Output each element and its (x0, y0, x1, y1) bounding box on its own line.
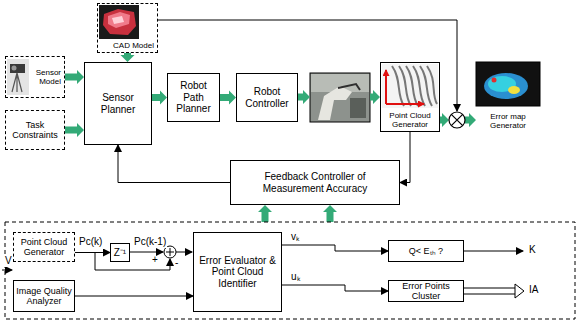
signal-label: V (4, 255, 13, 267)
drawing-path (12, 73, 22, 92)
drawing-ellipse (508, 86, 520, 94)
flow-arrow (65, 123, 84, 137)
process-box: Error Evaluator & Point Cloud Identifier (193, 232, 282, 312)
process-box: Task Constraints (5, 110, 65, 150)
signal-line (75, 252, 110, 253)
drawing-circle (449, 112, 465, 128)
drawing-path (103, 9, 136, 35)
drawing-rect (7, 59, 29, 95)
flow-arrow (220, 91, 236, 105)
signal-line (75, 296, 193, 297)
cad-image (99, 5, 139, 39)
drawing-polygon (515, 284, 524, 298)
process-box: Image Quality Analyzer (13, 280, 75, 312)
drawing-polygon (440, 113, 449, 127)
signal-label: vₖ (290, 231, 300, 243)
drawing-path (385, 70, 387, 104)
robot-photo (310, 73, 370, 122)
process-box: Feedback Controller of Measurement Accur… (230, 160, 400, 205)
signal-label: Pc(k) (78, 236, 103, 248)
drawing-path (464, 288, 515, 294)
flow-arrow (152, 91, 167, 105)
node-text: Error Points Cluster (391, 281, 461, 302)
error-map-image (476, 62, 540, 106)
signal-label: K (528, 244, 537, 256)
drawing-path (166, 248, 174, 256)
fringe-image (382, 64, 438, 108)
picture-box: Sensor Model (5, 56, 65, 98)
signal-label: Pc(k-1) (133, 236, 167, 248)
signal-label: uₖ (290, 271, 301, 283)
node-text: Feedback Controller of Measurement Accur… (233, 171, 397, 194)
node-text: Z⁻¹ (114, 247, 126, 259)
node-text: Sensor Model (32, 68, 62, 86)
drawing-path (130, 252, 163, 253)
node-text: Error Evaluator & Point Cloud Identifier (196, 255, 279, 290)
process-box: Q< Eₜₕ ? (388, 240, 464, 262)
process-box: Sensor Planner (84, 62, 152, 145)
picture-box: CAD Model (97, 3, 158, 53)
drawing-circle (12, 66, 17, 71)
drawing-path (464, 251, 523, 252)
node-text: Task Constraints (8, 120, 62, 141)
drawing-path (318, 86, 352, 120)
process-box: Robot Path Planner (167, 73, 220, 122)
flow-arrow (65, 70, 84, 84)
drawing-polygon (323, 205, 337, 222)
flow-arrow (121, 53, 135, 62)
node-text: Q< Eₜₕ ? (409, 246, 443, 256)
process-box: Error Points Cluster (388, 280, 464, 302)
process-box: Z⁻¹ (110, 243, 130, 262)
node-text: Point Cloud Generator (383, 111, 437, 129)
node-text: Error map Generator (478, 112, 538, 130)
detail-region (5, 222, 575, 319)
drawing-polygon (465, 113, 476, 127)
drawing-circle (164, 246, 176, 258)
compare-symbol (158, 20, 465, 128)
drawing-ellipse (484, 73, 528, 99)
process-box: Point Cloud Generator (13, 232, 75, 262)
drawing-rect (310, 73, 370, 122)
drawing-circle (492, 78, 497, 83)
node-text: Sensor Planner (87, 92, 149, 115)
drawing-path (95, 253, 170, 270)
drawing-path (108, 12, 130, 28)
signal-label: + (151, 254, 159, 266)
signal-line (118, 145, 230, 183)
drawing-path (338, 84, 360, 90)
node-text: Point Cloud Generator (16, 237, 72, 258)
drawing-path (176, 252, 192, 253)
drawing-rect (350, 98, 366, 118)
drawing-polygon (258, 205, 272, 222)
drawing-polygon (370, 90, 380, 104)
drawing-polygon (298, 90, 310, 104)
sensor-image (7, 59, 29, 95)
signal-line (282, 245, 388, 251)
node-text: Robot Controller (239, 86, 295, 109)
drawing-path (386, 103, 424, 105)
node-text: Robot Path Planner (170, 80, 217, 115)
drawing-path (2, 270, 12, 271)
signal-line (400, 132, 410, 183)
picture-box: Point Cloud Generator (380, 62, 440, 132)
drawing-path (451, 114, 462, 125)
drawing-path (427, 66, 437, 104)
node-text: Image Quality Analyzer (16, 286, 72, 307)
drawing-rect (10, 64, 25, 73)
drawing-path (112, 16, 124, 24)
signal-label: IA (528, 284, 539, 296)
drawing-rect (476, 62, 540, 106)
signal-line (282, 285, 388, 291)
node-text: CAD Model (112, 41, 155, 50)
signal-label: - (174, 257, 179, 269)
process-box: Robot Controller (236, 73, 298, 122)
drawing-rect (99, 5, 139, 39)
picture-box: Error map Generator (476, 62, 540, 132)
drawing-rect (382, 64, 438, 108)
